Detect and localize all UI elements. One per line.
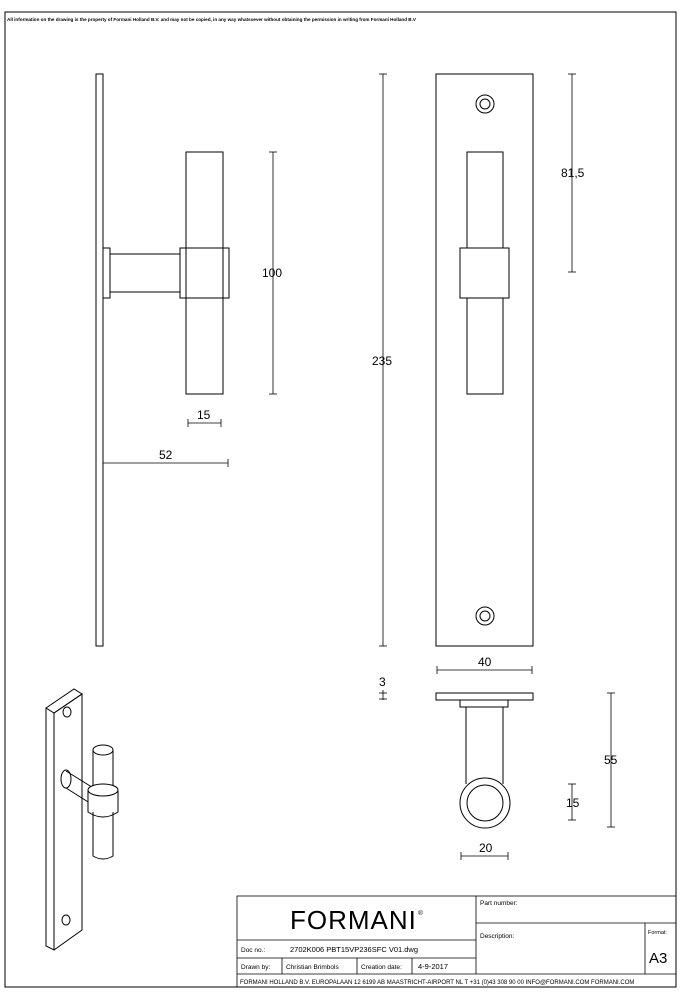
doc-no-label: Doc no.:	[241, 947, 265, 954]
doc-no-value: 2702K006 PBT15VP236SFC V01.dwg	[290, 945, 418, 954]
isometric-view	[45, 688, 119, 951]
iso-plate-front	[53, 693, 83, 951]
iso-hub-lines	[92, 812, 114, 817]
dim-plate-height: 235	[372, 354, 392, 368]
dim-bottom-projection: 55	[604, 753, 618, 767]
side-neck	[110, 253, 186, 293]
property-notice: All information on the drawing is the pr…	[7, 17, 417, 22]
front-dims	[379, 73, 576, 674]
bottom-view	[435, 692, 534, 829]
dim-bottom-diameter: 15	[566, 796, 580, 810]
side-view	[95, 73, 230, 647]
iso-screw-top	[62, 706, 72, 718]
company-footer: FORMANI HOLLAND B.V. EUROPALAAN 12 6199 …	[240, 980, 634, 986]
dim-rose-diameter: 20	[479, 841, 493, 855]
screw-hole-top-inner	[479, 98, 491, 110]
side-hub-lines	[185, 248, 224, 298]
brand-logo: FORMANI	[290, 905, 417, 935]
creation-date-label: Creation date:	[361, 964, 402, 971]
side-plate	[95, 73, 104, 647]
front-hub	[459, 247, 510, 299]
side-dims	[102, 151, 277, 467]
screw-hole-top	[475, 94, 495, 114]
iso-bar-top	[92, 744, 114, 756]
dim-side-height: 100	[262, 266, 282, 280]
iso-screw-bottom	[61, 914, 71, 926]
description-label: Description:	[480, 933, 515, 940]
iso-hub	[87, 790, 119, 818]
iso-plate-side	[45, 708, 55, 951]
registered-mark: ®	[418, 909, 423, 917]
side-hub-front	[179, 247, 230, 299]
part-number-label: Part number:	[480, 900, 518, 907]
dim-plate-thickness: 3	[379, 675, 386, 689]
front-view	[435, 73, 534, 647]
screw-hole-bottom	[475, 606, 495, 626]
screw-hole-bottom-inner	[479, 610, 491, 622]
sheet-border	[4, 11, 677, 988]
iso-bar	[92, 750, 114, 860]
bottom-bar-section	[466, 784, 504, 822]
bottom-dims	[379, 690, 615, 860]
format-value: A3	[649, 950, 667, 967]
drawn-by-value: Christian Brimbols	[286, 964, 339, 971]
creation-date-value: 4-9-2017	[418, 962, 448, 971]
side-rose	[102, 247, 111, 299]
iso-hub-top	[87, 783, 119, 797]
iso-plate-top	[45, 688, 83, 714]
title-block	[236, 895, 677, 988]
bottom-plate	[435, 692, 534, 701]
bottom-neck	[465, 707, 504, 784]
drawn-by-label: Drawn by:	[241, 964, 270, 971]
dim-handle-offset: 81,5	[561, 166, 585, 180]
front-plate	[435, 73, 534, 647]
bottom-rose	[459, 699, 509, 708]
dim-side-diameter: 15	[197, 408, 211, 422]
dim-plate-width: 40	[478, 655, 492, 669]
format-label: Format:	[648, 930, 667, 936]
dim-side-projection: 52	[159, 448, 173, 462]
